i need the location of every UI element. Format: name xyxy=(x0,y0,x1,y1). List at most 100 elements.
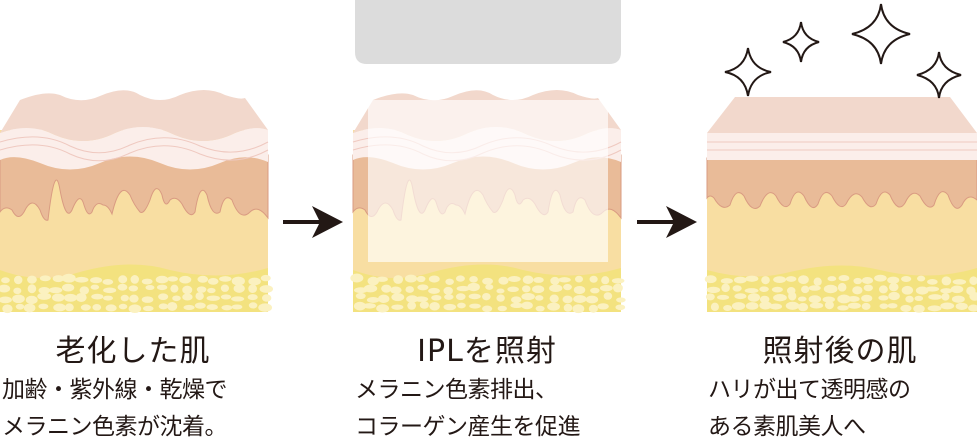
fat-cell xyxy=(444,294,454,300)
fat-cell xyxy=(808,295,822,303)
fat-cell xyxy=(12,294,25,304)
fat-cell xyxy=(105,304,117,312)
fat-cell xyxy=(613,283,623,293)
fat-cell xyxy=(258,303,273,312)
fat-cell xyxy=(145,285,155,291)
step-title-ipl: IPLを照射 xyxy=(417,334,557,369)
fat-cell xyxy=(785,276,797,282)
fat-cell xyxy=(0,296,12,304)
fat-cell xyxy=(183,304,195,311)
fat-cell xyxy=(376,304,390,313)
fat-cell xyxy=(79,286,89,295)
fat-cell xyxy=(615,304,626,311)
fat-cell xyxy=(129,294,139,303)
fat-cell xyxy=(457,302,466,309)
fat-cell xyxy=(38,303,49,310)
fat-cell xyxy=(597,303,609,310)
fat-cell xyxy=(533,277,544,283)
fat-cell xyxy=(404,274,418,283)
fat-cell xyxy=(827,276,837,282)
fat-cell xyxy=(510,296,522,304)
fat-cell xyxy=(167,301,178,311)
fat-cell xyxy=(233,284,245,293)
fat-cell xyxy=(206,304,218,311)
fat-cell xyxy=(745,275,759,282)
fat-cell xyxy=(221,304,233,311)
fat-cell xyxy=(13,275,23,285)
fat-cell xyxy=(510,302,524,308)
fat-cell xyxy=(80,304,91,311)
fat-cell xyxy=(455,293,466,301)
fat-cell xyxy=(172,295,181,302)
fat-cell xyxy=(496,294,505,302)
fat-cell xyxy=(469,275,478,283)
fat-cell xyxy=(456,285,470,292)
fat-cell xyxy=(417,284,429,291)
fat-cell xyxy=(37,292,52,300)
fat-cell xyxy=(917,275,926,282)
fat-cell xyxy=(599,285,613,292)
fat-cell xyxy=(535,295,544,301)
fat-cell xyxy=(64,303,74,312)
fat-cell xyxy=(813,277,822,286)
desc-line: ハリが出て透明感の xyxy=(708,377,911,403)
skin-panel-after xyxy=(704,97,977,313)
fat-cell xyxy=(363,303,376,309)
fat-cell xyxy=(837,282,847,292)
fat-cell xyxy=(91,293,104,300)
fat-cell xyxy=(13,287,22,295)
fat-cell xyxy=(900,304,912,312)
fat-cell xyxy=(616,297,626,303)
fat-cell xyxy=(955,302,968,310)
fat-cell xyxy=(393,275,404,284)
fat-cell xyxy=(563,283,572,291)
fat-cell xyxy=(823,284,838,294)
fat-cell xyxy=(469,303,481,309)
fat-cell xyxy=(710,302,719,312)
fat-cell xyxy=(128,285,139,292)
fat-cell xyxy=(588,304,598,313)
fat-cell xyxy=(167,276,179,282)
fat-cell xyxy=(759,286,769,292)
fat-cell xyxy=(801,285,810,294)
fat-cell xyxy=(170,284,179,293)
fat-cell xyxy=(822,296,835,303)
fat-cell xyxy=(158,293,169,301)
step-desc-ipl: メラニン色素排出、 コラーゲン産生を促進 xyxy=(355,372,581,446)
fat-cell xyxy=(405,286,414,293)
fat-cell xyxy=(485,284,494,290)
fat-cell xyxy=(52,293,65,302)
fat-cell xyxy=(535,305,545,312)
sparkle-icon xyxy=(724,3,962,99)
fat-cell xyxy=(837,305,849,311)
fat-cell xyxy=(141,296,154,303)
fat-cell xyxy=(38,287,51,294)
fat-cell xyxy=(182,285,193,295)
fat-cell xyxy=(797,296,807,302)
fat-cell xyxy=(378,294,390,303)
fat-cell xyxy=(376,276,388,282)
fat-cell xyxy=(207,287,216,294)
fat-cell xyxy=(231,304,243,310)
fat-cell xyxy=(522,275,534,284)
fat-cell xyxy=(507,286,519,293)
fat-cell xyxy=(27,284,37,294)
fat-cell xyxy=(824,300,834,310)
fat-cell xyxy=(532,285,545,294)
fat-cell xyxy=(603,292,613,300)
fat-cell xyxy=(950,285,964,294)
fat-cell xyxy=(969,292,977,301)
fat-cell xyxy=(92,303,102,311)
fat-cell xyxy=(601,276,610,285)
fat-cell xyxy=(574,275,583,283)
fat-cell xyxy=(589,275,598,283)
fat-cell xyxy=(156,284,168,291)
fat-cell xyxy=(62,273,76,283)
fat-cell xyxy=(925,286,940,292)
fat-cell xyxy=(363,284,378,293)
fat-cell xyxy=(355,292,366,300)
fat-cell xyxy=(197,275,209,283)
fat-cell xyxy=(941,292,950,301)
fat-cell xyxy=(406,295,419,303)
